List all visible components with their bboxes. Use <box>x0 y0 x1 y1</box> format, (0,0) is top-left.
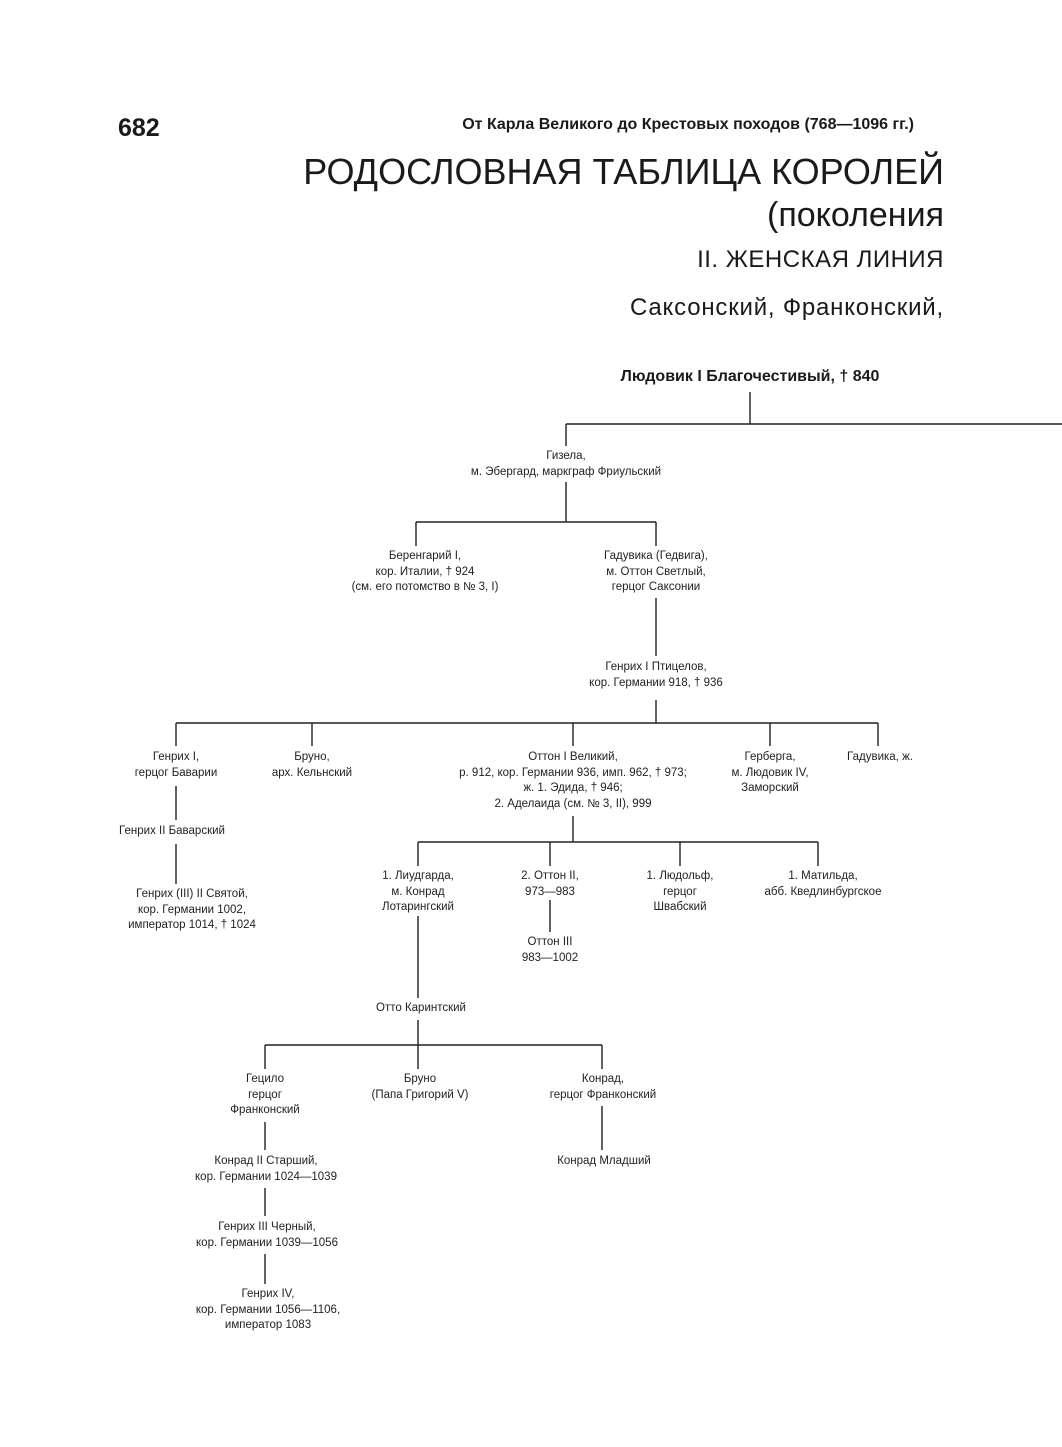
person-liudolf: 1. Людольф, герцог Швабский <box>646 870 714 913</box>
person-mathilde: 1. Матильда, абб. Кведлинбургское <box>764 870 882 898</box>
person-gisela: Гизела, м. Эбергард, маркграф Фриульский <box>470 450 662 478</box>
person-gerberga: Герберга, м. Людовик IV, Заморский <box>731 751 809 794</box>
person-heinrich-iii: Генрих III Черный, кор. Германии 1039—10… <box>196 1221 338 1249</box>
person-konrad-young: Конрад Младший <box>557 1155 651 1167</box>
running-title: От Карла Великого до Крестовых походов (… <box>462 116 914 133</box>
person-konrad-ii: Конрад II Старший, кор. Германии 1024—10… <box>195 1155 337 1183</box>
person-heinrich-bavaria: Генрих I, герцог Баварии <box>134 751 218 779</box>
person-berengar: Беренгарий I, кор. Италии, † 924 (см. ег… <box>351 550 499 593</box>
person-otto-carinthia: Отто Каринтский <box>376 1002 466 1014</box>
person-heinrich-ii-bavaria: Генрих II Баварский <box>119 825 225 837</box>
person-bruno-archbishop: Бруно, арх. Кельнский <box>271 751 353 779</box>
person-hadwig: Гадувика (Гедвига), м. Оттон Светлый, ге… <box>604 550 708 593</box>
person-heinrich-saint: Генрих (III) II Святой, кор. Германии 10… <box>128 888 256 931</box>
tree-root-louis: Людовик I Благочестивый, † 840 <box>620 368 880 385</box>
person-liutgard: 1. Лиудгарда, м. Конрад Лотарингский <box>382 870 454 913</box>
person-heinrich-iv: Генрих IV, кор. Германии 1056—1106, импе… <box>195 1288 341 1331</box>
person-otto-ii: 2. Оттон II, 973—983 <box>521 870 579 898</box>
person-konrad-franconia: Конрад, герцог Франконский <box>549 1073 657 1101</box>
section-heading: II. ЖЕНСКАЯ ЛИНИЯ <box>697 246 944 273</box>
person-bruno-pope: Бруно (Папа Григорий V) <box>371 1073 469 1101</box>
page-number: 682 <box>118 114 160 142</box>
person-hadwig-2: Гадувика, ж. <box>847 751 913 763</box>
page-subtitle: (поколения <box>767 196 944 234</box>
person-heinrich-fowler: Генрих I Птицелов, кор. Германии 918, † … <box>589 661 723 689</box>
page-title: РОДОСЛОВНАЯ ТАБЛИЦА КОРОЛЕЙ <box>303 151 944 192</box>
person-hezilo: Гецило герцог Франконский <box>230 1073 300 1116</box>
dynasty-heading: Саксонский, Франконский, <box>630 294 944 321</box>
person-otto-iii: Оттон III 983—1002 <box>521 936 579 964</box>
person-otto-great: Оттон I Великий, р. 912, кор. Германии 9… <box>459 751 687 810</box>
